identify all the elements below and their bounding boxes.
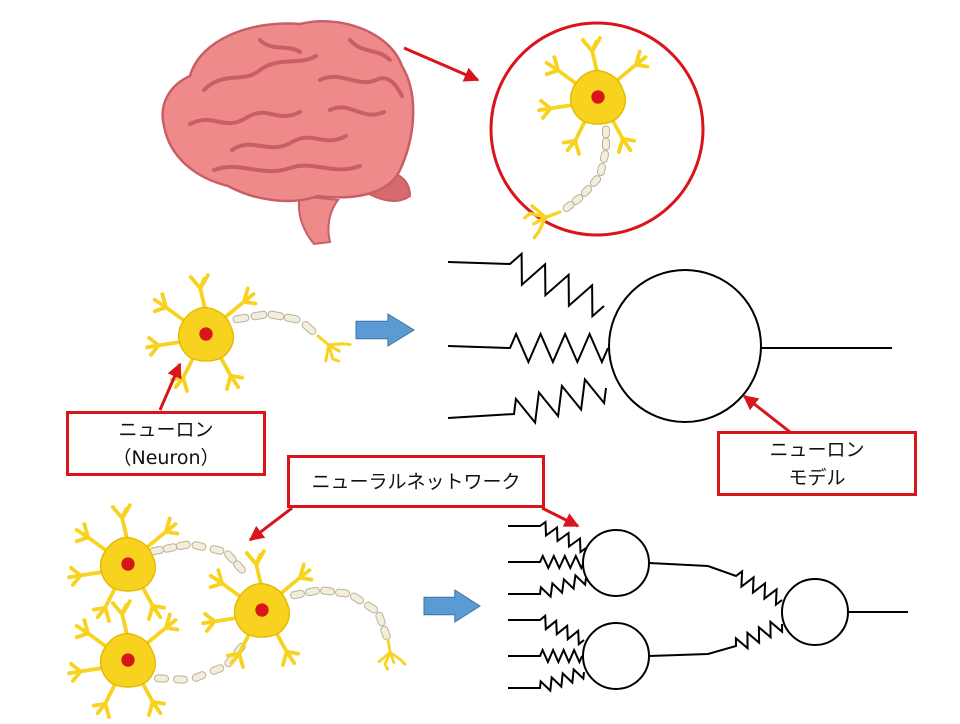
neuron-model-label-line1: ニューロン	[769, 438, 865, 461]
neural-network-label-arrow-right	[541, 506, 580, 528]
neuron-model-label-arrow	[742, 394, 791, 434]
network-input-2	[508, 553, 585, 571]
myelin-segment	[267, 310, 285, 321]
neural-network-label-text: ニューラルネットワーク	[311, 470, 521, 493]
myelin-segment	[191, 671, 207, 682]
myelin-segment	[335, 588, 350, 598]
network-input-5	[508, 647, 583, 665]
myelin-segment	[301, 321, 317, 335]
myelin-segment	[380, 625, 391, 641]
cerebrum	[161, 20, 415, 203]
brain-fold	[212, 163, 362, 174]
model-input-middle	[447, 331, 609, 365]
brain-fold	[318, 74, 404, 98]
myelin-segment	[232, 313, 250, 324]
myelin-segment	[599, 150, 610, 163]
brain-fold	[258, 38, 302, 54]
network-neuron-top	[67, 503, 180, 623]
network-input-4	[508, 613, 585, 647]
myelin-segment	[375, 611, 386, 627]
brain-fold	[202, 54, 318, 92]
myelin-segment	[233, 560, 246, 574]
brain-stem	[298, 194, 340, 246]
network-hidden-neuron-bottom	[582, 622, 650, 690]
network-connection-top	[648, 562, 783, 607]
zoom-neuron-terminal	[523, 204, 562, 240]
myelin-segment	[209, 664, 225, 675]
model-input-bottom	[447, 376, 607, 426]
myelin-segment	[154, 674, 169, 683]
network-hidden-neuron-top	[582, 529, 650, 597]
myelin-segment	[250, 310, 268, 321]
brain-fold	[328, 105, 386, 117]
myelin-segment	[162, 543, 178, 553]
network-axon-top	[149, 540, 246, 574]
myelin-segment	[589, 175, 602, 187]
network-output-neuron	[781, 578, 849, 646]
neuron-model-label-line2: モデル	[788, 466, 846, 489]
single-neuron-terminal	[316, 334, 352, 363]
neural-network-label-arrow-left	[248, 506, 293, 542]
myelin-segment	[562, 200, 575, 213]
conversion-arrow-bottom	[423, 589, 481, 623]
myelin-segment	[173, 675, 188, 684]
network-input-1	[508, 520, 587, 554]
brain-fold	[230, 134, 348, 152]
myelin-segment	[602, 125, 610, 139]
zoom-neuron-axon	[562, 125, 610, 213]
network-neuron-right	[201, 549, 314, 669]
network-connection-bottom	[648, 619, 784, 657]
neural-network-label: ニューラルネットワーク	[287, 455, 545, 508]
model-neuron-circle	[608, 269, 762, 423]
brain-to-zoom-arrow	[403, 46, 480, 82]
brain-folds	[188, 38, 404, 174]
single-neuron	[145, 273, 258, 393]
myelin-segment	[350, 592, 364, 605]
myelin-segment	[320, 586, 335, 596]
neuron-model-label: ニューロン モデル	[717, 431, 917, 496]
myelin-segment	[175, 540, 191, 551]
network-terminal	[377, 638, 407, 671]
myelin-segment	[283, 313, 301, 324]
neuron-label-line2: （Neuron）	[112, 446, 220, 469]
zoom-circle	[489, 21, 705, 237]
conversion-arrow-top	[355, 313, 415, 347]
neuron-label-arrow	[158, 362, 182, 411]
neuron-label-line1: ニューロン	[118, 418, 214, 441]
single-neuron-axon	[232, 310, 317, 335]
network-input-3	[508, 573, 587, 599]
myelin-segment	[602, 137, 610, 151]
brain-fold	[348, 38, 392, 62]
model-input-top	[447, 251, 605, 319]
myelin-segment	[305, 586, 320, 597]
myelin-segment	[364, 601, 378, 614]
neuron-label: ニューロン （Neuron）	[66, 411, 266, 476]
myelin-segment	[290, 589, 305, 600]
myelin-segment	[596, 163, 607, 176]
myelin-segment	[191, 541, 207, 551]
brain-illustration	[161, 20, 415, 246]
myelin-segment	[209, 545, 225, 555]
brain-fold	[188, 110, 302, 126]
network-input-6	[508, 667, 585, 693]
network-axon-right	[290, 586, 391, 641]
